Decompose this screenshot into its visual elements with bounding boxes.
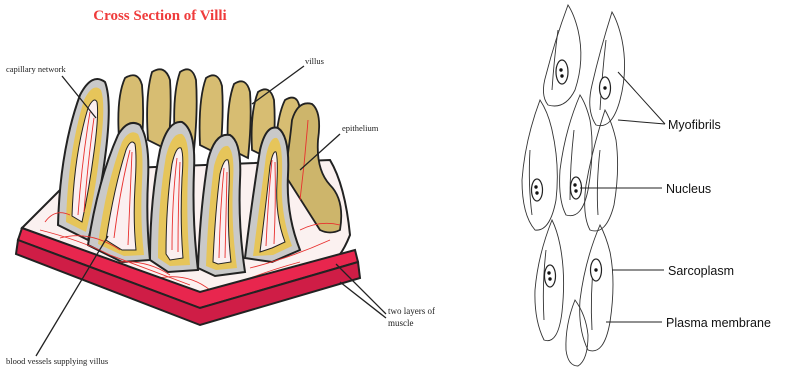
muscle-cell-8 [566, 300, 588, 366]
nucleus-dot-3 [534, 185, 537, 188]
leader-muscle-1 [336, 264, 386, 314]
nucleus-4 [571, 177, 582, 199]
muscle-cell-7 [580, 225, 613, 351]
leader-myofibrils-2 [618, 120, 665, 124]
label-myofibrils: Myofibrils [668, 118, 721, 132]
villi-diagram: Cross Section of Villi [6, 8, 435, 366]
nucleus-5 [545, 265, 556, 287]
nucleus-dot-6 [594, 268, 597, 271]
label-epithelium: epithelium [342, 123, 379, 133]
nucleus-3 [532, 179, 543, 201]
muscle-cell-2 [590, 12, 625, 126]
nucleus-dot-5b [548, 277, 551, 280]
label-villus: villus [305, 56, 324, 66]
label-sarcoplasm: Sarcoplasm [668, 264, 734, 278]
nucleus-dot-2 [603, 86, 606, 89]
myofibril-5 [597, 150, 600, 215]
myofibril-1 [552, 30, 558, 90]
muscle-cell-5 [585, 110, 618, 231]
label-muscle-line2: muscle [388, 318, 414, 328]
myofibril-3 [529, 150, 532, 215]
nucleus-dot-4 [573, 183, 576, 186]
leader-myofibrils-1 [618, 72, 665, 124]
label-blood-vessels: blood vessels supplying villus [6, 356, 108, 366]
label-capillary-network: capillary network [6, 64, 66, 74]
nucleus-dot-4b [574, 189, 577, 192]
leader-muscle-2 [340, 282, 386, 318]
villi-title: Cross Section of Villi [93, 8, 226, 24]
nucleus-dot-1b [560, 74, 563, 77]
nucleus-1 [556, 60, 568, 84]
myofibril-6 [543, 250, 546, 320]
nucleus-dot-1 [559, 68, 562, 71]
muscle-cell-1 [543, 5, 580, 106]
muscle-leaders [580, 72, 665, 322]
nucleus-dot-5 [547, 271, 550, 274]
label-muscle-line1: two layers of [388, 306, 435, 316]
muscle-cell-3 [522, 100, 557, 230]
nucleus-dot-3b [535, 191, 538, 194]
label-nucleus: Nucleus [666, 182, 711, 196]
label-plasma-membrane: Plasma membrane [666, 316, 771, 330]
